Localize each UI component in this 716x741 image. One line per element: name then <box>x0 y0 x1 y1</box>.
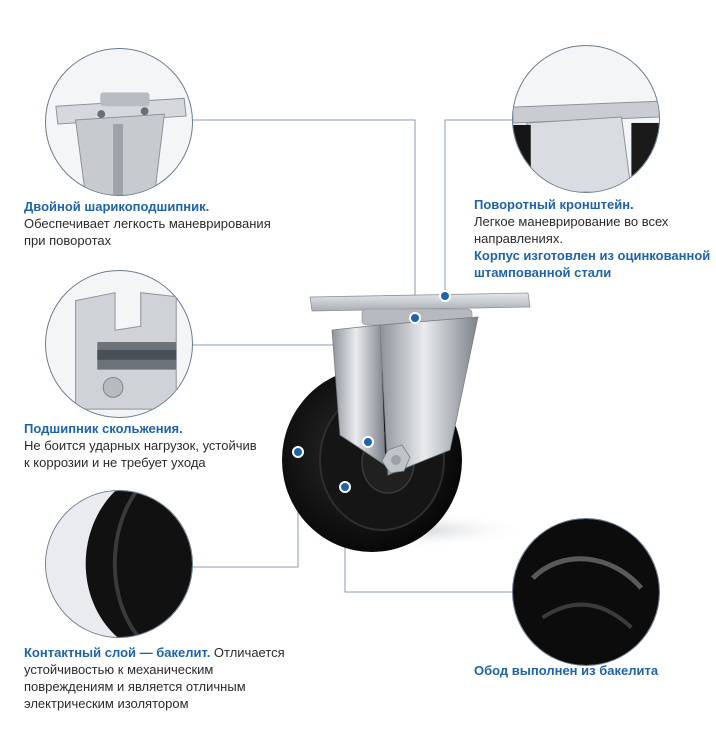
callout-swivel-bracket-extra-2: штампованной стали <box>474 265 612 280</box>
callout-contact-layer-title: Контактный слой — бакелит. <box>24 645 211 660</box>
callout-rim: Обод выполнен из бакелита <box>474 662 714 679</box>
marker-dot-plain-bearing[interactable] <box>362 436 374 448</box>
callout-contact-layer: Контактный слой — бакелит. Отличается ус… <box>24 644 314 712</box>
detail-circle-double-bearing <box>45 48 193 196</box>
detail-circle-rim <box>512 518 660 666</box>
detail-circle-plain-bearing <box>45 270 193 418</box>
marker-dot-bearing[interactable] <box>409 312 421 324</box>
marker-dot-contact-layer[interactable] <box>292 446 304 458</box>
callout-rim-title: Обод выполнен из бакелита <box>474 663 659 678</box>
callout-swivel-bracket: Поворотный кронштейн. Легкое маневрирова… <box>474 196 714 281</box>
callout-plain-bearing-title: Подшипник скольжения. <box>24 421 183 436</box>
callout-double-bearing-title: Двойной шарикоподшипник. <box>24 199 210 214</box>
marker-dot-bracket[interactable] <box>439 290 451 302</box>
callout-plain-bearing: Подшипник скольжения. Не боится ударных … <box>24 420 304 471</box>
callout-contact-layer-line-1: устойчивостью к механическим <box>24 662 214 677</box>
callout-contact-layer-first-rest: Отличается <box>210 645 285 660</box>
caster-wheel-illustration <box>282 292 531 552</box>
callout-swivel-bracket-title: Поворотный кронштейн. <box>474 197 634 212</box>
callout-double-bearing-line-2: при поворотах <box>24 233 112 248</box>
callout-double-bearing: Двойной шарикоподшипник. Обеспечивает ле… <box>24 198 304 249</box>
callout-contact-layer-line-2: повреждениям и является отличным <box>24 679 246 694</box>
callout-swivel-bracket-line-2: направлениях. <box>474 231 563 246</box>
callout-plain-bearing-line-2: к коррозии и не требует ухода <box>24 455 206 470</box>
detail-circle-swivel-bracket <box>512 45 660 193</box>
callout-plain-bearing-line-1: Не боится ударных нагрузок, устойчив <box>24 438 257 453</box>
callout-double-bearing-line-1: Обеспечивает легкость маневрирования <box>24 216 271 231</box>
marker-dot-rim[interactable] <box>339 481 351 493</box>
detail-circle-contact-layer <box>45 490 193 638</box>
callout-swivel-bracket-extra-1: Корпус изготовлен из оцинкованной <box>474 248 711 263</box>
callout-contact-layer-line-3: электрическим изолятором <box>24 696 189 711</box>
callout-contact-layer-first-line: Контактный слой — бакелит. Отличается <box>24 644 314 661</box>
callout-swivel-bracket-line-1: Легкое маневрирование во всех <box>474 214 669 229</box>
